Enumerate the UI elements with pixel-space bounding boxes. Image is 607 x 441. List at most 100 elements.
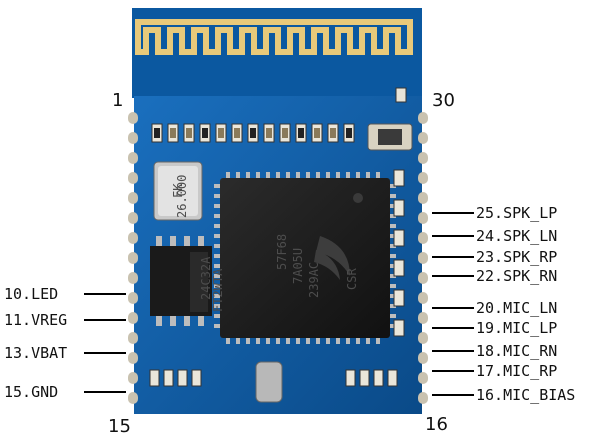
chip-pin [306,336,310,344]
chip-pin [266,336,270,344]
smd-component [177,369,188,387]
left-edge-pads [128,112,138,404]
chip-pin [346,172,350,180]
chip-pin [214,264,222,268]
edge-pad [128,152,138,164]
edge-pad [418,232,428,244]
smd-body [234,128,240,138]
edge-pad [418,112,428,124]
pin-label-right: 17.MIC_RP [476,362,557,380]
pin-label-right: 19.MIC_LP [476,319,557,337]
corner-label-16: 16 [425,414,448,435]
bottom-smd-metal [255,361,283,403]
chip-pin [388,254,396,258]
chip-pin [214,224,222,228]
chip-pin [214,194,222,198]
right-pin-labels: 25.SPK_LP 24.SPK_LN 23.SPK_RP 22.SPK_RN … [432,204,575,404]
chip-pin [214,204,222,208]
edge-pad [418,212,428,224]
chip-line3: 239AC [307,262,321,298]
corner-label-30: 30 [432,90,455,111]
smd-component [359,369,370,387]
edge-pad [128,352,138,364]
chip-line2: 7A05U [291,248,305,284]
chip-pin [214,324,222,328]
pin-label-left: 10.LED [4,285,58,303]
chip-pin [156,236,162,248]
smd-component [393,229,405,247]
corner-label-1: 1 [112,90,123,111]
smd-body [266,128,272,138]
left-pin-labels: 10.LED 11.VREG 13.VBAT 15.GND [4,285,126,401]
crystal-oscillator: FK 26.000 [153,161,203,221]
chip-pin [388,264,396,268]
pin-label-left: 15.GND [4,383,58,401]
chip-pin [246,172,250,180]
chip-pin [316,336,320,344]
smd-component [393,259,405,277]
chip-pin [214,184,222,188]
edge-pad [128,312,138,324]
chip-pin [286,172,290,180]
smd-component [163,369,174,387]
smd-body [298,128,304,138]
smd-component [373,369,384,387]
smd-body [202,128,208,138]
pin-label-right: 25.SPK_LP [476,204,557,222]
chip-pin [388,304,396,308]
chip-pin [236,172,240,180]
smd-body [250,128,256,138]
chip-pin [184,236,190,248]
chip-pin [336,336,340,344]
chip-pin [388,204,396,208]
chip-pin [214,214,222,218]
chip-pin [388,194,396,198]
chip-pin [170,314,176,326]
chip-pin [170,236,176,248]
edge-pad [128,212,138,224]
chip-pin [326,336,330,344]
chip-pin [388,274,396,278]
pin-label-left: 11.VREG [4,311,67,329]
chip-pin [388,224,396,228]
smd-component [345,369,356,387]
chip-pin [336,172,340,180]
chip-pin [214,254,222,258]
corner-label-15: 15 [108,416,131,437]
bottom-smd-row [149,369,398,387]
pin-label-right: 22.SPK_RN [476,267,557,285]
chip-pin [246,336,250,344]
chip-pin [214,244,222,248]
chip-pin [256,172,260,180]
pin-label-right: 20.MIC_LN [476,299,557,317]
pin-label-right: 18.MIC_RN [476,342,557,360]
chip-pin [214,314,222,318]
chip-pin [226,172,230,180]
smd-component [393,289,405,307]
pin-label-right: 16.MIC_BIAS [476,386,575,404]
chip-pin [388,294,396,298]
pin-label-left: 13.VBAT [4,344,67,362]
inductor-core [378,129,402,145]
smd-body [154,128,160,138]
chip-pin [214,304,222,308]
chip-pin [214,234,222,238]
chip-pin [236,336,240,344]
chip-pin [376,172,380,180]
edge-pad [418,192,428,204]
main-chip: 57F68 7A05U 239AC CSR [214,172,396,344]
chip-pin [326,172,330,180]
edge-pad [418,372,428,384]
chip-pin [214,294,222,298]
chip-pin [316,172,320,180]
edge-pad [128,172,138,184]
chip-pin [366,172,370,180]
chip-pin [388,214,396,218]
smd-body [186,128,192,138]
chip-pin [388,284,396,288]
chip-pin [388,324,396,328]
chip-pin [266,172,270,180]
edge-pad [128,192,138,204]
